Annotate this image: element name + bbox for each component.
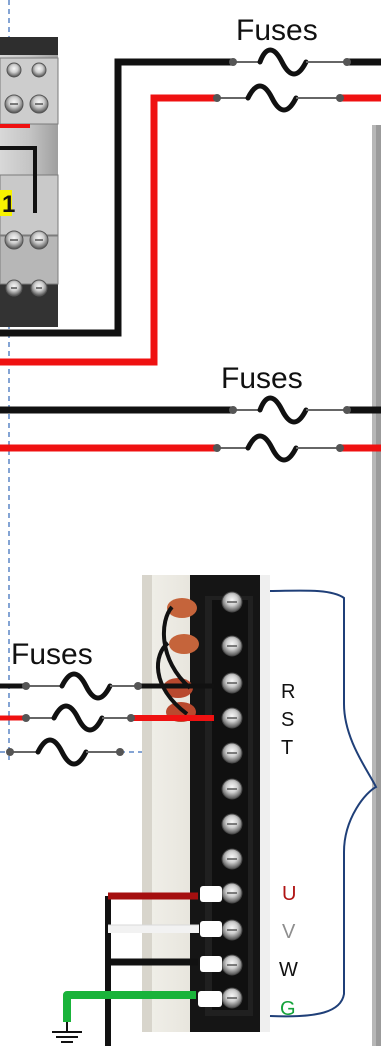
terminal-label-s: S [281, 709, 294, 731]
output-labels-on-lugs [198, 886, 222, 1007]
terminal-label-t: T [281, 737, 293, 759]
ground-icon [52, 1022, 82, 1043]
bottom-output-wires [63, 892, 199, 1046]
fuse-icon [213, 433, 344, 463]
fuse-icon [213, 83, 344, 113]
fuse-icon [22, 703, 135, 733]
fuse-icon [229, 395, 351, 425]
fuse-icon [6, 737, 124, 767]
terminal-label-u: U [282, 883, 296, 905]
fuse-group-bottom: Fuses [0, 638, 214, 767]
top-red-wire [0, 94, 217, 366]
terminal-label-v: V [282, 921, 296, 943]
fuse-group-middle: Fuses [0, 362, 381, 463]
fuse-label-middle: Fuses [221, 362, 303, 395]
top-black-wire [0, 58, 233, 337]
terminal-block-photo [142, 575, 270, 1032]
top-wires [0, 58, 381, 366]
contactor-inner-black-wire [0, 146, 37, 213]
terminal-label-g: G [280, 998, 296, 1020]
terminal-screw-slots [227, 601, 237, 999]
fuse-icon [229, 47, 351, 77]
contactor-photo: 1 [0, 37, 59, 327]
terminal-label-r: R [281, 681, 295, 703]
terminal-label-w: W [279, 959, 298, 981]
contactor-badge: 1 [2, 191, 15, 218]
g-output-wire [63, 991, 196, 1022]
terminal-labels: R S T U V W G [279, 681, 298, 1020]
terminal-bracket [269, 589, 378, 1018]
fuse-icon [22, 671, 142, 701]
fuse-label-top: Fuses [236, 14, 318, 47]
fuse-group-top: Fuses [213, 14, 351, 113]
fuse-label-bottom: Fuses [11, 638, 93, 671]
right-panel-shadow [376, 125, 381, 1046]
